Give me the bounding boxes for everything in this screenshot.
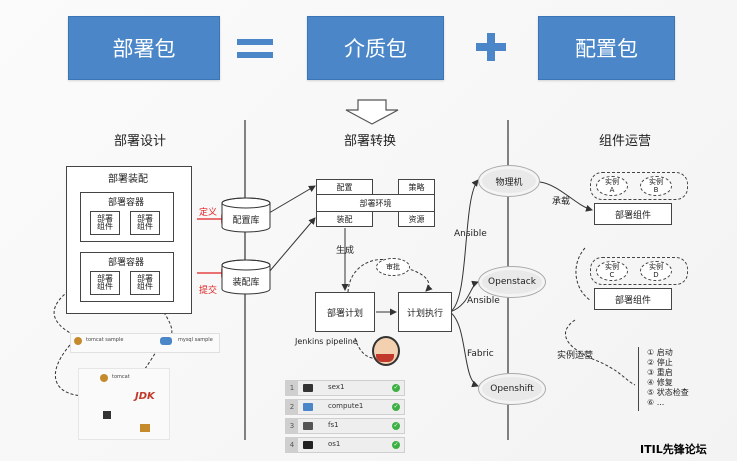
instance-group-2 bbox=[590, 257, 688, 285]
heading-design: 部署设计 bbox=[113, 134, 166, 149]
ansible-label-2: Ansible bbox=[467, 296, 500, 306]
server-row-number: 2 bbox=[286, 400, 298, 414]
monitor-icon bbox=[303, 403, 313, 411]
server-row-2: 2 compute1 ✓ bbox=[285, 399, 405, 415]
check-icon: ✓ bbox=[392, 422, 400, 430]
instance-b-oval: 实例 B bbox=[640, 176, 672, 196]
server-row-number: 4 bbox=[286, 438, 298, 452]
action-item: ② 停止 bbox=[647, 358, 673, 367]
physical-machine-cloud: 物理机 bbox=[478, 165, 540, 197]
tree-node-icon-1 bbox=[103, 411, 111, 419]
media-package-box: 介质包 bbox=[307, 16, 444, 80]
sample-strip bbox=[70, 333, 220, 353]
action-item: ⑤ 状态检查 bbox=[647, 388, 689, 397]
check-icon: ✓ bbox=[392, 384, 400, 392]
server-name: os1 bbox=[328, 440, 341, 448]
assembly-db-icon bbox=[221, 259, 271, 295]
server-name: compute1 bbox=[328, 402, 364, 410]
server-name: fs1 bbox=[328, 421, 339, 429]
mysql-sample-label: mysql sample bbox=[178, 337, 213, 343]
server-row-3: 3 fs1 ✓ bbox=[285, 418, 405, 434]
server-row-1: 1 sex1 ✓ bbox=[285, 380, 405, 396]
server-row-4: 4 os1 ✓ bbox=[285, 437, 405, 453]
jenkins-label: Jenkins pipeline bbox=[295, 337, 358, 346]
action-item: ⑥ ... bbox=[647, 398, 665, 407]
plan-execute-box: 计划执行 bbox=[398, 292, 452, 332]
dependency-tree bbox=[78, 368, 170, 440]
define-label: 定义 bbox=[199, 208, 218, 218]
jenkins-icon bbox=[372, 336, 400, 366]
server-icon bbox=[303, 441, 313, 449]
config-db-label: 配置库 bbox=[232, 216, 260, 226]
component-box-2b: 部署 组件 bbox=[130, 271, 160, 295]
action-list-bar bbox=[638, 347, 639, 411]
tomcat-icon bbox=[74, 337, 82, 345]
deploy-component-box-2: 部署组件 bbox=[594, 288, 672, 310]
equals-icon-top bbox=[237, 39, 273, 45]
fabric-label: Fabric bbox=[467, 349, 494, 359]
component-box-1a: 部署 组件 bbox=[90, 211, 120, 235]
assembly-db-label: 装配库 bbox=[232, 278, 260, 288]
config-package-box: 配置包 bbox=[538, 16, 675, 80]
server-name: sex1 bbox=[328, 383, 345, 391]
openshift-cloud: Openshift bbox=[478, 373, 546, 405]
carry-label: 承载 bbox=[552, 197, 571, 207]
container-label-2: 部署容器 bbox=[107, 258, 144, 268]
env-assemble-cell: 装配 bbox=[316, 211, 373, 227]
action-item: ③ 重启 bbox=[647, 368, 673, 377]
openstack-cloud: Openstack bbox=[478, 266, 546, 298]
server-icon bbox=[303, 384, 313, 392]
mysql-icon bbox=[160, 337, 172, 345]
approval-oval: 审批 bbox=[376, 258, 410, 276]
config-db-icon bbox=[221, 197, 271, 233]
check-icon: ✓ bbox=[392, 441, 400, 449]
submit-label: 提交 bbox=[199, 286, 218, 296]
generate-label: 生成 bbox=[336, 246, 355, 256]
action-item: ④ 修复 bbox=[647, 378, 673, 387]
tomcat-sample-label: tomcat sample bbox=[86, 337, 124, 343]
instance-ops-label: 实例运营 bbox=[557, 351, 594, 361]
tree-node-icon-2 bbox=[140, 424, 150, 432]
ansible-label-1: Ansible bbox=[454, 229, 487, 239]
env-resource-cell: 资源 bbox=[398, 211, 435, 227]
action-item: ① 启动 bbox=[647, 348, 673, 357]
component-box-1b: 部署 组件 bbox=[130, 211, 160, 235]
instance-d-oval: 实例 D bbox=[640, 261, 672, 281]
deploy-component-box-1: 部署组件 bbox=[594, 203, 672, 225]
tree-tomcat-icon bbox=[100, 374, 108, 382]
env-strategy-cell: 策略 bbox=[398, 179, 435, 195]
action-list: ① 启动 ② 停止 ③ 重启 ④ 修复 ⑤ 状态检查 ⑥ ... bbox=[647, 348, 689, 408]
heading-ops: 组件运营 bbox=[598, 134, 651, 149]
env-main-cell: 部署环境 bbox=[316, 194, 435, 212]
deploy-package-box: 部署包 bbox=[68, 16, 220, 80]
assembly-title: 部署装配 bbox=[108, 174, 148, 185]
watermark: ITIL先锋论坛 bbox=[640, 443, 707, 456]
jenkins-icon-collar bbox=[376, 354, 394, 362]
server-row-number: 3 bbox=[286, 419, 298, 433]
equals-icon-bottom bbox=[237, 52, 273, 58]
instance-a-oval: 实例 A bbox=[596, 176, 628, 196]
heading-convert: 部署转换 bbox=[343, 134, 396, 149]
component-box-2a: 部署 组件 bbox=[90, 271, 120, 295]
deploy-plan-box: 部署计划 bbox=[315, 292, 375, 332]
instance-c-oval: 实例 C bbox=[596, 261, 628, 281]
jdk-logo: JDK bbox=[135, 391, 155, 402]
check-icon: ✓ bbox=[392, 403, 400, 411]
storage-icon bbox=[303, 422, 313, 430]
plus-icon-v bbox=[487, 33, 495, 61]
instance-group-1 bbox=[590, 172, 688, 200]
env-config-cell: 配置 bbox=[316, 179, 373, 195]
server-row-number: 1 bbox=[286, 381, 298, 395]
down-arrow-icon bbox=[345, 99, 399, 125]
container-label-1: 部署容器 bbox=[107, 198, 144, 208]
tree-tomcat-label: tomcat bbox=[112, 374, 130, 380]
